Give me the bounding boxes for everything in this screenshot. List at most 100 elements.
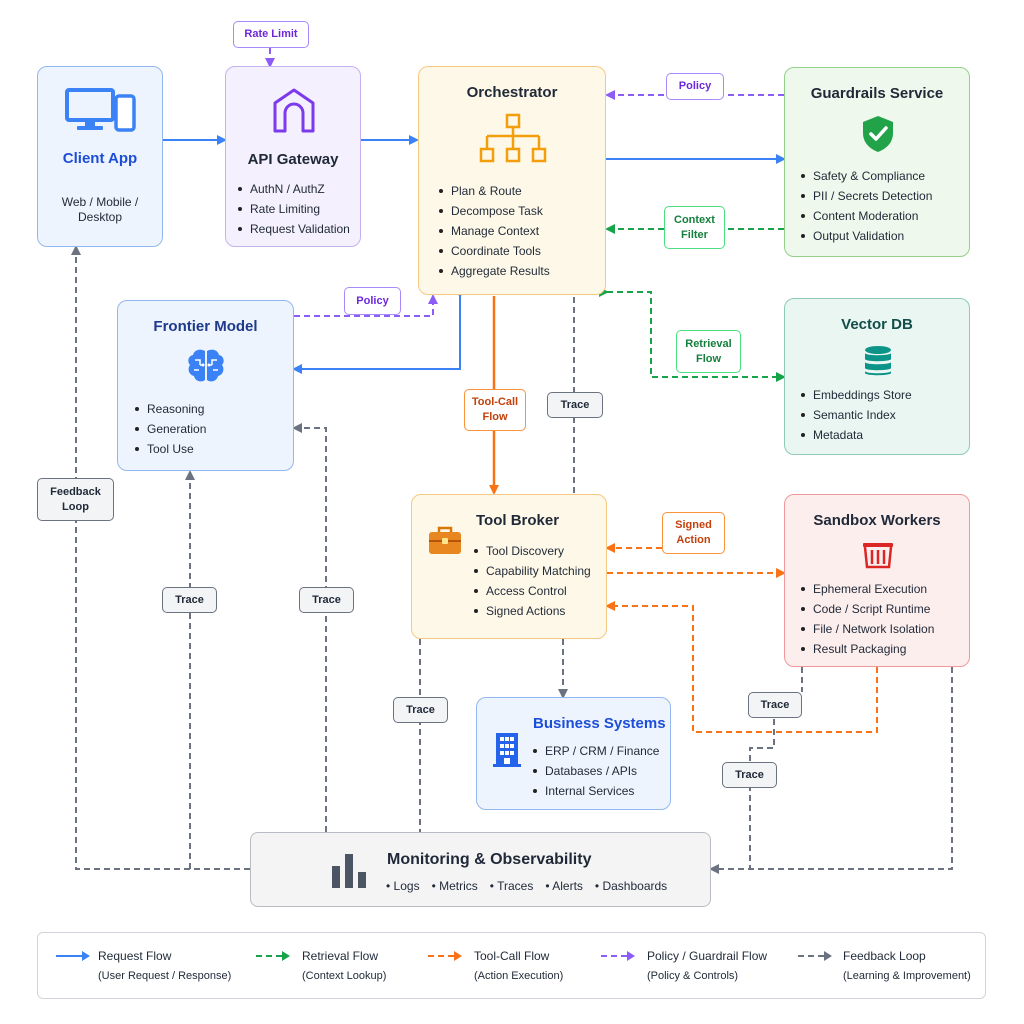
- legend-sublabel: (User Request / Response): [98, 970, 232, 982]
- list-item: • Traces: [489, 879, 534, 893]
- trace-orchestrator-tag: Trace: [547, 392, 603, 418]
- list-item: Capability Matching: [474, 561, 591, 581]
- orchestrator-node[interactable]: Orchestrator Plan & Route Decompose Task…: [418, 66, 606, 295]
- legend-swatch-feedback: [798, 951, 832, 961]
- brain-icon: [188, 349, 224, 382]
- list-item: Result Packaging: [801, 639, 934, 659]
- list-item: AuthN / AuthZ: [238, 179, 350, 199]
- list-item: Databases / APIs: [533, 761, 659, 781]
- feedback-loop-tag: Feedback Loop: [37, 478, 114, 521]
- trace-sandbox-low-tag: Trace: [722, 762, 777, 788]
- legend-label: Request Flow: [98, 949, 172, 963]
- policy-top-tag: Policy: [666, 73, 724, 100]
- context-filter-tag: Context Filter: [664, 206, 725, 249]
- monitoring-node[interactable]: Monitoring & Observability • Logs • Metr…: [250, 832, 711, 907]
- list-item: Generation: [135, 419, 206, 439]
- guardrails-service-node[interactable]: Guardrails Service Safety & Compliance P…: [784, 67, 970, 257]
- api-gateway-node[interactable]: API Gateway AuthN / AuthZ Rate Limiting …: [225, 66, 361, 247]
- orchestrator-list: Plan & Route Decompose Task Manage Conte…: [439, 181, 550, 281]
- client-app-node[interactable]: Client App Web / Mobile / Desktop: [37, 66, 163, 247]
- legend-sublabel: (Action Execution): [474, 970, 564, 982]
- bar-chart-icon: [332, 854, 366, 888]
- tool-broker-node[interactable]: Tool Broker Tool Discovery Capability Ma…: [411, 494, 607, 639]
- list-item: Plan & Route: [439, 181, 550, 201]
- list-item: Coordinate Tools: [439, 241, 550, 261]
- building-icon: [493, 733, 521, 767]
- guardrails-list: Safety & Compliance PII / Secrets Detect…: [801, 166, 932, 246]
- list-item: Safety & Compliance: [801, 166, 932, 186]
- edge-model-orchestrator: [292, 288, 465, 374]
- frontier-model-list: Reasoning Generation Tool Use: [135, 399, 206, 459]
- legend-label: Tool-Call Flow: [474, 949, 550, 963]
- legend-sublabel: (Context Lookup): [302, 970, 387, 982]
- edge-retrieval-flow: [599, 287, 786, 382]
- frontier-model-title: Frontier Model: [153, 318, 258, 335]
- list-item: Content Moderation: [801, 206, 932, 226]
- gateway-arch-icon: [273, 88, 315, 133]
- signed-action-tag: Signed Action: [662, 512, 725, 554]
- list-item: • Logs: [386, 879, 420, 893]
- legend-label: Policy / Guardrail Flow: [647, 949, 768, 963]
- list-item: Metadata: [801, 425, 912, 445]
- list-item: ERP / CRM / Finance: [533, 741, 659, 761]
- legend-swatch-request: [56, 951, 90, 961]
- devices-icon: [65, 88, 136, 132]
- client-app-title: Client App: [62, 150, 138, 167]
- list-item: PII / Secrets Detection: [801, 186, 932, 206]
- monitoring-title: Monitoring & Observability: [387, 851, 592, 868]
- policy-model-tag: Policy: [344, 287, 401, 315]
- list-item: Rate Limiting: [238, 199, 350, 219]
- list-item: Manage Context: [439, 221, 550, 241]
- api-gateway-list: AuthN / AuthZ Rate Limiting Request Vali…: [238, 179, 350, 239]
- list-item: Internal Services: [533, 781, 659, 801]
- hierarchy-icon: [479, 113, 547, 163]
- legend-sublabel: (Learning & Improvement): [843, 970, 971, 982]
- api-gateway-title: API Gateway: [247, 151, 339, 168]
- list-item: • Alerts: [545, 879, 583, 893]
- database-icon: [865, 346, 891, 376]
- toolbox-icon: [429, 526, 461, 554]
- list-item: Signed Actions: [474, 601, 591, 621]
- sandbox-workers-node[interactable]: Sandbox Workers Ephemeral Execution Code…: [784, 494, 970, 667]
- frontier-model-node[interactable]: Frontier Model Reasoning Generation Tool…: [117, 300, 294, 471]
- business-systems-node[interactable]: Business Systems ERP / CRM / Finance Dat…: [476, 697, 671, 810]
- guardrails-title: Guardrails Service: [810, 85, 944, 102]
- legend-label: Feedback Loop: [843, 949, 926, 963]
- list-item: Ephemeral Execution: [801, 579, 934, 599]
- list-item: Aggregate Results: [439, 261, 550, 281]
- list-item: Request Validation: [238, 219, 350, 239]
- monitoring-list: • Logs • Metrics • Traces • Alerts • Das…: [386, 879, 667, 893]
- legend-label: Retrieval Flow: [302, 949, 379, 963]
- trace-sandbox-tag: Trace: [748, 692, 802, 718]
- tool-call-flow-tag: Tool-Call Flow: [464, 389, 526, 431]
- client-app-desc-1: Web / Mobile /: [61, 195, 139, 209]
- rate-limit-tag: Rate Limit: [233, 21, 309, 48]
- trace-model-left-tag: Trace: [162, 587, 217, 613]
- list-item: Access Control: [474, 581, 591, 601]
- list-item: Embeddings Store: [801, 385, 912, 405]
- list-item: Tool Discovery: [474, 541, 591, 561]
- business-systems-list: ERP / CRM / Finance Databases / APIs Int…: [533, 741, 659, 801]
- edge-trace-model-right: [292, 423, 327, 832]
- legend-sublabel: (Policy & Controls): [647, 970, 739, 982]
- list-item: • Metrics: [431, 879, 478, 893]
- list-item: Output Validation: [801, 226, 932, 246]
- vector-db-title: Vector DB: [841, 316, 913, 333]
- legend-swatch-tool-call: [428, 951, 462, 961]
- vector-db-list: Embeddings Store Semantic Index Metadata: [801, 385, 912, 445]
- legend: Request Flow (User Request / Response) R…: [37, 932, 986, 999]
- orchestrator-title: Orchestrator: [466, 84, 558, 101]
- edge-trace-sandbox: [711, 667, 803, 869]
- legend-swatch-retrieval: [256, 951, 290, 961]
- tool-broker-title: Tool Broker: [476, 512, 560, 529]
- list-item: Semantic Index: [801, 405, 912, 425]
- edge-trace-sandbox-low: [750, 667, 953, 870]
- client-app-desc-2: Desktop: [77, 210, 123, 224]
- vector-db-node[interactable]: Vector DB Embeddings Store Semantic Inde…: [784, 298, 970, 455]
- list-item: File / Network Isolation: [801, 619, 934, 639]
- legend-swatch-policy: [601, 951, 635, 961]
- tool-broker-list: Tool Discovery Capability Matching Acces…: [474, 541, 591, 621]
- shield-check-icon: [863, 116, 893, 152]
- list-item: Reasoning: [135, 399, 206, 419]
